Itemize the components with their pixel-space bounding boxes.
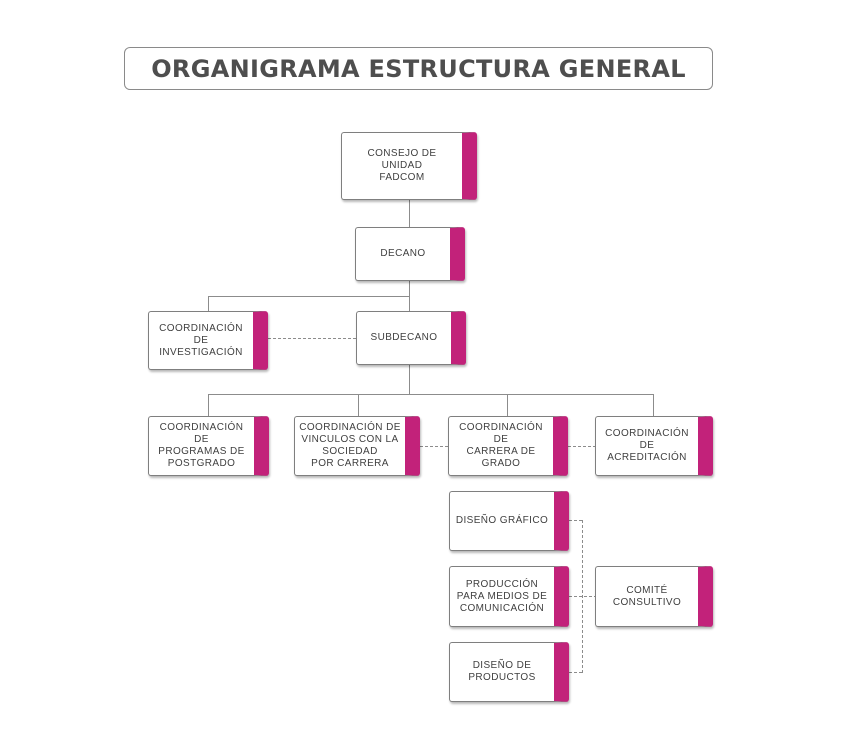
node-diseno-productos: DISEÑO DE PRODUCTOS [449, 642, 569, 702]
node-vinculos: COORDINACIÓN DE VINCULOS CON LA SOCIEDAD… [294, 416, 420, 476]
node-subdecano-label: SUBDECANO [370, 332, 438, 343]
node-carrera: COORDINACIÓN DE CARRERA DE GRADO [448, 416, 568, 476]
title-box: ORGANIGRAMA ESTRUCTURA GENERAL [124, 47, 713, 90]
node-investigacion-label: COORDINACIÓN DE INVESTIGACIÓN [159, 322, 243, 358]
node-postgrado-label: COORDINACIÓN DE PROGRAMAS DE POSTGRADO [158, 422, 245, 469]
page-title: ORGANIGRAMA ESTRUCTURA GENERAL [151, 54, 686, 83]
node-produccion-label: PRODUCCIÓN PARA MEDIOS DE COMUNICACIÓN [456, 578, 548, 614]
node-acreditacion-label: COORDINACIÓN DE ACREDITACIÓN [605, 428, 689, 463]
node-diseno-productos-label: DISEÑO DE PRODUCTOS [468, 660, 536, 683]
node-comite: COMITÉ CONSULTIVO [595, 566, 713, 627]
node-decano-label: DECANO [380, 248, 426, 259]
node-subdecano: SUBDECANO [356, 311, 466, 365]
node-diseno-grafico-label: DISEÑO GRÁFICO [455, 515, 549, 526]
node-carrera-label: COORDINACIÓN DE CARRERA DE GRADO [459, 422, 543, 469]
node-consejo-label: CONSEJO DE UNIDAD FADCOM [367, 148, 437, 183]
node-produccion: PRODUCCIÓN PARA MEDIOS DE COMUNICACIÓN [449, 566, 569, 627]
node-consejo: CONSEJO DE UNIDAD FADCOM [341, 132, 477, 200]
node-acreditacion: COORDINACIÓN DE ACREDITACIÓN [595, 416, 713, 476]
node-diseno-grafico: DISEÑO GRÁFICO [449, 491, 569, 551]
node-postgrado: COORDINACIÓN DE PROGRAMAS DE POSTGRADO [148, 416, 269, 476]
node-investigacion: COORDINACIÓN DE INVESTIGACIÓN [148, 311, 268, 370]
node-vinculos-label: COORDINACIÓN DE VINCULOS CON LA SOCIEDAD… [299, 422, 401, 469]
node-comite-label: COMITÉ CONSULTIVO [612, 584, 682, 608]
node-decano: DECANO [355, 227, 465, 281]
